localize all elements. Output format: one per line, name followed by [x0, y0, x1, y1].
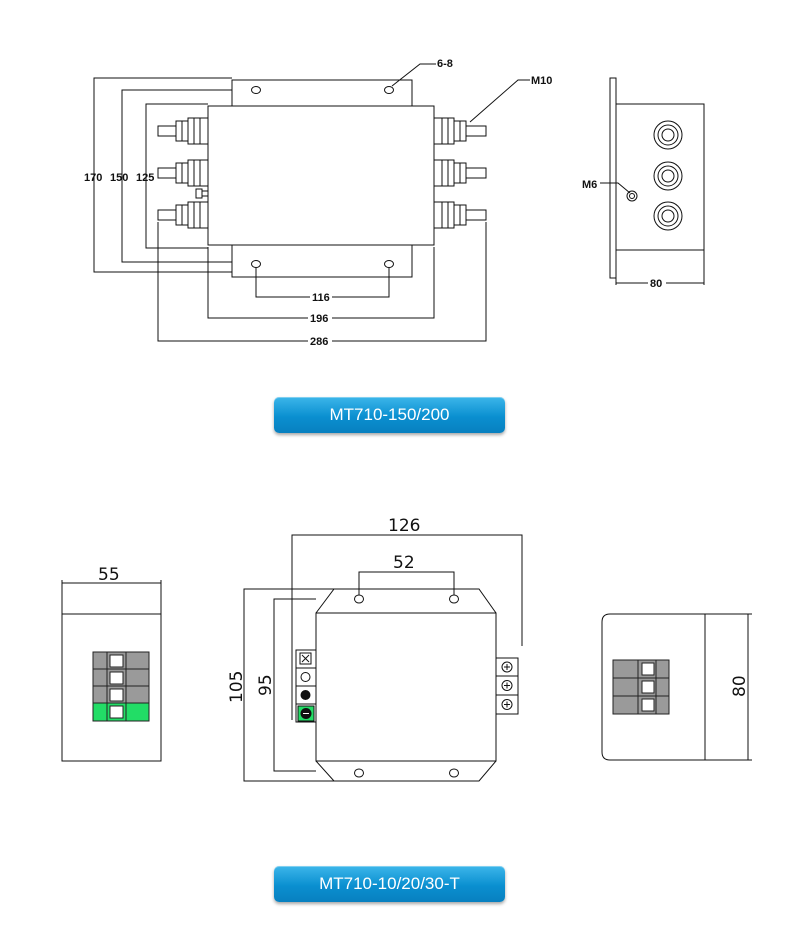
bottom-right-side-view	[601, 613, 752, 761]
side-terminal	[653, 120, 683, 150]
mounting-hole	[354, 594, 364, 604]
label-196: 196	[310, 313, 328, 325]
mounting-hole	[449, 768, 459, 778]
label-80-top: 80	[650, 278, 662, 290]
bottom-left-side-view	[61, 580, 162, 762]
dim-line-125	[145, 103, 208, 249]
left-terminals	[157, 117, 209, 229]
right-terminals	[433, 117, 487, 229]
filter-body-bottom	[315, 612, 497, 762]
dim-line-150	[121, 89, 232, 263]
label-286: 286	[310, 336, 328, 348]
dim-line-170	[93, 77, 232, 273]
ground-stud	[626, 190, 638, 202]
label-150: 150	[110, 172, 128, 184]
label-125: 125	[136, 172, 154, 184]
terminal-screws	[297, 652, 513, 722]
terminal-block-left	[92, 651, 150, 722]
dim-line-52	[358, 571, 455, 595]
label-52: 52	[393, 553, 415, 573]
model-button-mt710-10-20-30-t[interactable]: MT710-10/20/30-T	[274, 866, 505, 902]
leader-m6	[600, 182, 631, 194]
leader-m10	[469, 79, 530, 123]
mounting-hole	[384, 86, 394, 94]
label-95: 95	[256, 674, 276, 696]
label-116: 116	[312, 292, 330, 304]
label-170: 170	[84, 172, 102, 184]
mounting-hole	[384, 260, 394, 268]
leader-holes	[391, 63, 436, 87]
side-terminal	[653, 161, 683, 191]
terminal-block-right	[612, 659, 670, 715]
side-body	[615, 103, 705, 251]
label-105: 105	[227, 671, 247, 703]
dim-line-196	[207, 247, 435, 319]
label-holes: 6-8	[437, 58, 453, 70]
dim-line-95	[273, 598, 316, 772]
label-80-bottom: 80	[730, 675, 750, 697]
side-body-left	[61, 613, 162, 762]
model-button-mt710-150-200[interactable]: MT710-150/200	[274, 397, 505, 433]
bottom-front-view	[243, 534, 523, 782]
label-126: 126	[388, 516, 420, 536]
side-terminal	[653, 201, 683, 231]
mounting-hole	[251, 86, 261, 94]
mounting-hole	[354, 768, 364, 778]
label-m10: M10	[531, 75, 552, 87]
dim-line-105	[243, 588, 334, 782]
mounting-hole	[251, 260, 261, 268]
mounting-hole	[449, 594, 459, 604]
side-body-right	[601, 613, 706, 761]
dim-line-126	[291, 534, 523, 720]
label-55: 55	[98, 565, 120, 585]
top-front-view	[93, 63, 530, 342]
side-plate	[609, 77, 617, 279]
filter-body	[207, 105, 435, 246]
label-m6: M6	[582, 179, 597, 191]
top-side-view	[600, 77, 705, 285]
